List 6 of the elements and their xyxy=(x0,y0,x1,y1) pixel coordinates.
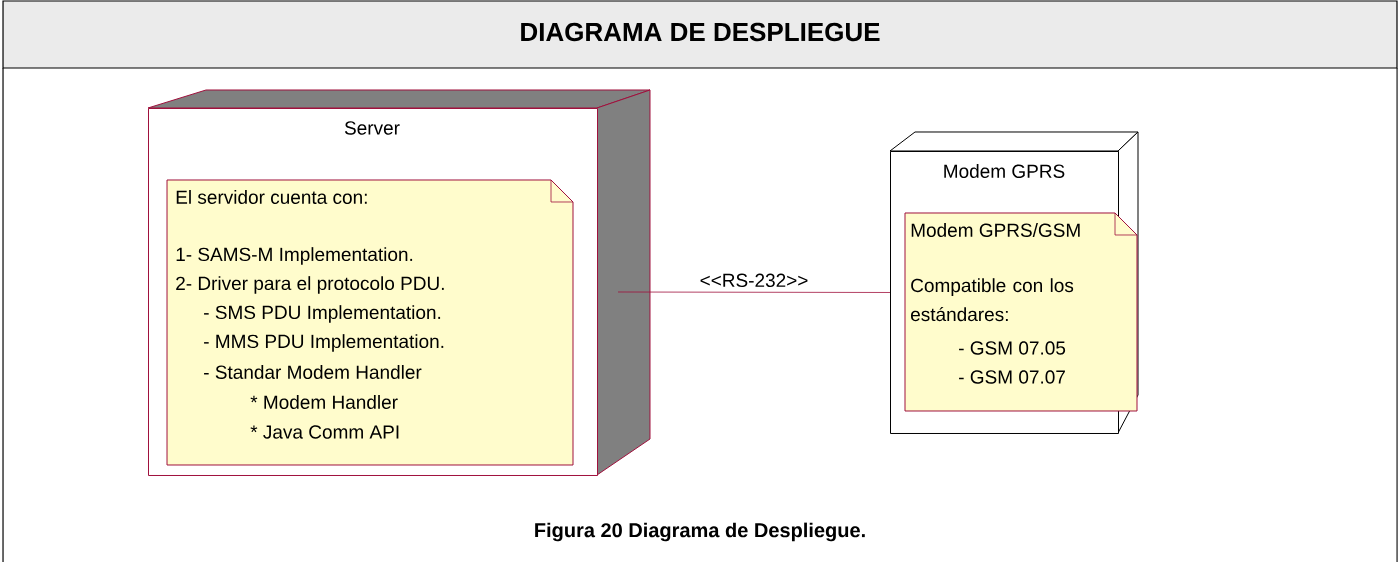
note: Modem GPRS/GSM Compatible con los estándares: - GSM 07.05 - GSM 07.07 xyxy=(904,212,1138,412)
connector-line xyxy=(617,291,891,293)
caption: Figura 20 Diagrama de Despliegue. xyxy=(535,522,865,542)
note: El servidor cuenta con: 1- SAMS-M Implementation. 2- Driver para el protocolo PDU. - SMS PDU Implementation. - MMS PDU Implementation. - Standar Modem Handler * Modem Handler * Java Comm API xyxy=(166,179,574,466)
header-band: DIAGRAMA DE DESPLIEGUE xyxy=(2,0,1398,69)
edge-label: <<RS-232>> xyxy=(698,272,810,289)
